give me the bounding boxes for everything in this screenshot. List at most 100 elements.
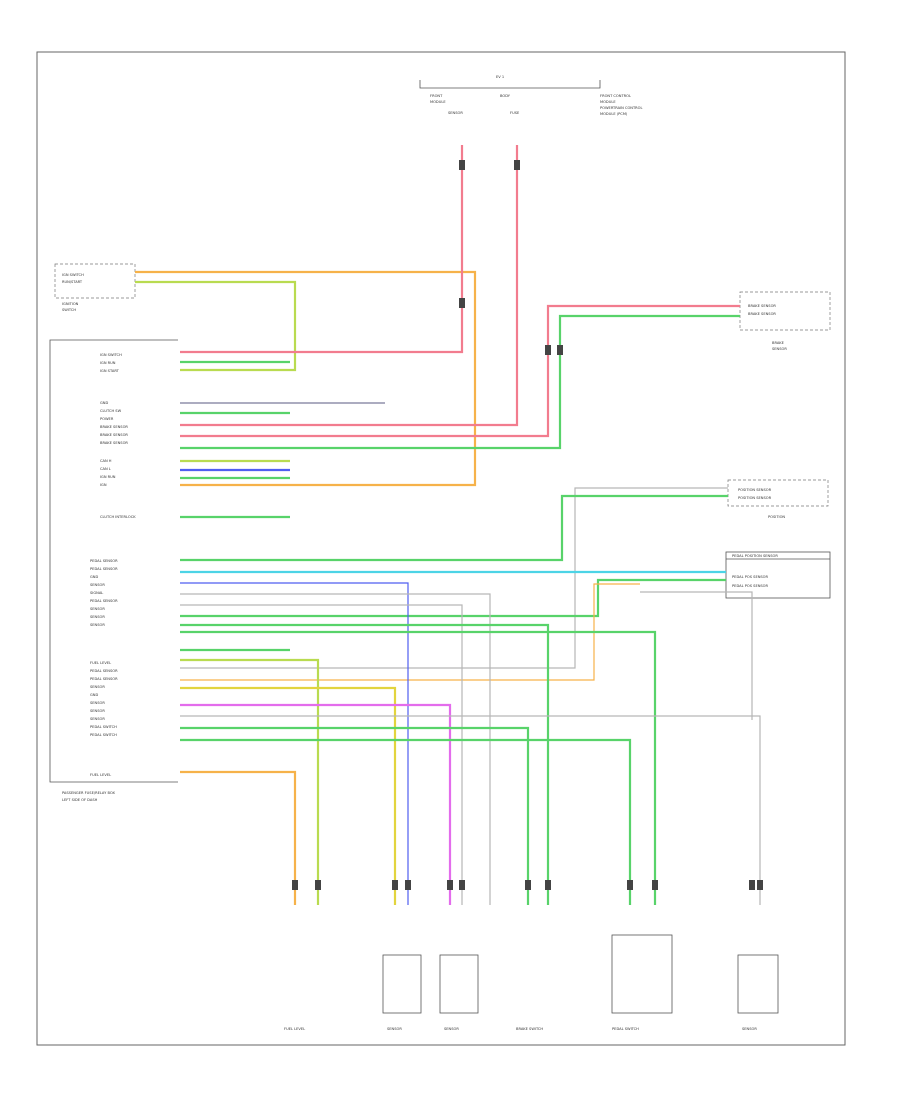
wire-yellow-sensor — [180, 686, 397, 905]
svg-text:IGN RUN: IGN RUN — [100, 361, 116, 365]
svg-text:SENSOR: SENSOR — [90, 615, 105, 619]
svg-text:FUSE: FUSE — [510, 111, 520, 115]
wire-gray-sensor3 — [180, 715, 761, 905]
svg-text:SENSOR: SENSOR — [448, 111, 463, 115]
wire-blue-sensor — [180, 582, 409, 905]
svg-text:SWITCH: SWITCH — [62, 308, 76, 312]
svg-text:EV 1: EV 1 — [496, 75, 504, 79]
wire-gray-sensor-2 — [180, 604, 463, 905]
svg-text:PEDAL SWITCH: PEDAL SWITCH — [90, 733, 117, 737]
bottom-label-brake: BRAKE SWITCH — [516, 1027, 543, 1031]
svg-text:FUEL LEVEL: FUEL LEVEL — [90, 661, 111, 665]
svg-text:SENSOR: SENSOR — [90, 685, 105, 689]
svg-text:PEDAL POSITION SENSOR: PEDAL POSITION SENSOR — [732, 554, 778, 558]
svg-text:CAN H: CAN H — [100, 459, 112, 463]
svg-text:PEDAL SENSOR: PEDAL SENSOR — [90, 567, 118, 571]
wire-green-pedalsw-2 — [180, 738, 632, 905]
svg-text:SENSOR: SENSOR — [90, 717, 105, 721]
wire-gray-sensor — [180, 593, 491, 905]
svg-text:POSITION SENSOR: POSITION SENSOR — [738, 488, 772, 492]
svg-text:SENSOR: SENSOR — [90, 583, 105, 587]
svg-text:POWERTRAIN CONTROL: POWERTRAIN CONTROL — [600, 106, 643, 110]
wire-green-pedalsw — [180, 630, 657, 905]
svg-text:FRONT CONTROL: FRONT CONTROL — [600, 94, 631, 98]
bottom-label-fuel: FUEL LEVEL — [284, 1027, 305, 1031]
svg-text:POSITION: POSITION — [768, 515, 785, 519]
svg-text:POWER: POWER — [100, 417, 114, 421]
svg-text:RUN/START: RUN/START — [62, 280, 83, 284]
svg-text:PEDAL SENSOR: PEDAL SENSOR — [90, 677, 118, 681]
wire-green-brakesw — [180, 623, 550, 905]
sensor-1-box — [382, 954, 422, 1014]
wire-orange-ign — [135, 270, 477, 487]
svg-text:MODULE (PCM): MODULE (PCM) — [600, 112, 628, 116]
wire-ticks — [292, 160, 763, 890]
svg-text:FRONT: FRONT — [430, 94, 443, 98]
wire-green-pedal — [180, 578, 726, 618]
svg-text:PEDAL POS SENSOR: PEDAL POS SENSOR — [732, 584, 769, 588]
svg-text:IGNITION: IGNITION — [62, 302, 79, 306]
module-label: PASSENGER FUSE/RELAY BOX — [62, 791, 115, 795]
wire-green-pos — [180, 494, 728, 562]
svg-text:SENSOR: SENSOR — [90, 607, 105, 611]
svg-text:PEDAL SENSOR: PEDAL SENSOR — [90, 669, 118, 673]
wire-red-brake — [180, 304, 740, 438]
wire-red-right — [180, 145, 519, 427]
svg-text:IGN START: IGN START — [100, 369, 120, 373]
svg-text:GND: GND — [90, 693, 98, 697]
wire-green-brake — [180, 314, 740, 450]
wires — [135, 145, 761, 905]
wire-green-brakesw-2 — [180, 726, 530, 905]
svg-text:SENSOR: SENSOR — [90, 623, 105, 627]
pedal-switch-box — [611, 934, 673, 1014]
clutch-label: CLUTCH INTERLOCK — [100, 515, 136, 519]
svg-text:PEDAL SENSOR: PEDAL SENSOR — [90, 599, 118, 603]
svg-text:MODULE: MODULE — [600, 100, 616, 104]
svg-text:IGN RUN: IGN RUN — [100, 475, 116, 479]
wire-yellowgreen-ign — [135, 280, 297, 372]
wire-violet-sensor — [180, 703, 452, 905]
svg-text:BRAKE: BRAKE — [772, 341, 785, 345]
svg-text:FUEL LEVEL: FUEL LEVEL — [90, 773, 111, 777]
svg-text:BRAKE SENSOR: BRAKE SENSOR — [100, 441, 128, 445]
svg-text:IGN: IGN — [100, 483, 107, 487]
wire-red-main — [180, 145, 464, 354]
svg-text:PEDAL SWITCH: PEDAL SWITCH — [90, 725, 117, 729]
diagram-frame — [36, 51, 846, 1046]
svg-text:MODULE: MODULE — [430, 100, 446, 104]
svg-text:BODY: BODY — [500, 94, 511, 98]
sensor-2-box — [439, 954, 479, 1014]
svg-text:POSITION SENSOR: POSITION SENSOR — [738, 496, 772, 500]
sensor-3-box — [737, 954, 779, 1014]
svg-text:BRAKE SENSOR: BRAKE SENSOR — [748, 304, 776, 308]
bottom-label-sensor-1: SENSOR — [387, 1027, 402, 1031]
top-connector-group: EV 1 FRONT MODULE BODY FRONT CONTROL MOD… — [419, 75, 643, 116]
svg-text:LEFT SIDE OF DASH: LEFT SIDE OF DASH — [62, 798, 98, 802]
svg-text:IGN SWITCH: IGN SWITCH — [62, 273, 84, 277]
bottom-components: FUEL LEVEL SENSOR SENSOR BRAKE SWITCH PE… — [284, 934, 779, 1031]
svg-text:PEDAL POS SENSOR: PEDAL POS SENSOR — [732, 575, 769, 579]
svg-text:BRAKE SENSOR: BRAKE SENSOR — [100, 425, 128, 429]
wire-fuel-level — [180, 658, 320, 905]
bottom-label-sensor-3: SENSOR — [742, 1027, 757, 1031]
svg-text:CLUTCH SW: CLUTCH SW — [100, 409, 122, 413]
svg-text:SENSOR: SENSOR — [90, 701, 105, 705]
svg-text:GND: GND — [100, 401, 108, 405]
svg-text:IGN SWITCH: IGN SWITCH — [100, 353, 122, 357]
svg-text:SIGNAL: SIGNAL — [90, 591, 103, 595]
svg-text:BRAKE SENSOR: BRAKE SENSOR — [100, 433, 128, 437]
wire-gray-sensor3-2 — [640, 591, 753, 720]
wire-fuel-level-2 — [180, 770, 297, 905]
bottom-label-sensor-2: SENSOR — [444, 1027, 459, 1031]
svg-text:BRAKE SENSOR: BRAKE SENSOR — [748, 312, 776, 316]
main-module-outline — [49, 339, 178, 783]
svg-text:CAN L: CAN L — [100, 467, 111, 471]
svg-text:SENSOR: SENSOR — [90, 709, 105, 713]
position-sensor-box — [727, 479, 829, 507]
svg-text:GND: GND — [90, 575, 98, 579]
module-pin-labels: IGN SWITCH IGN RUN IGN START GND CLUTCH … — [90, 353, 136, 777]
svg-text:PEDAL SENSOR: PEDAL SENSOR — [90, 559, 118, 563]
bottom-label-pedal: PEDAL SWITCH — [612, 1027, 639, 1031]
brake-sensor-box — [739, 291, 831, 331]
